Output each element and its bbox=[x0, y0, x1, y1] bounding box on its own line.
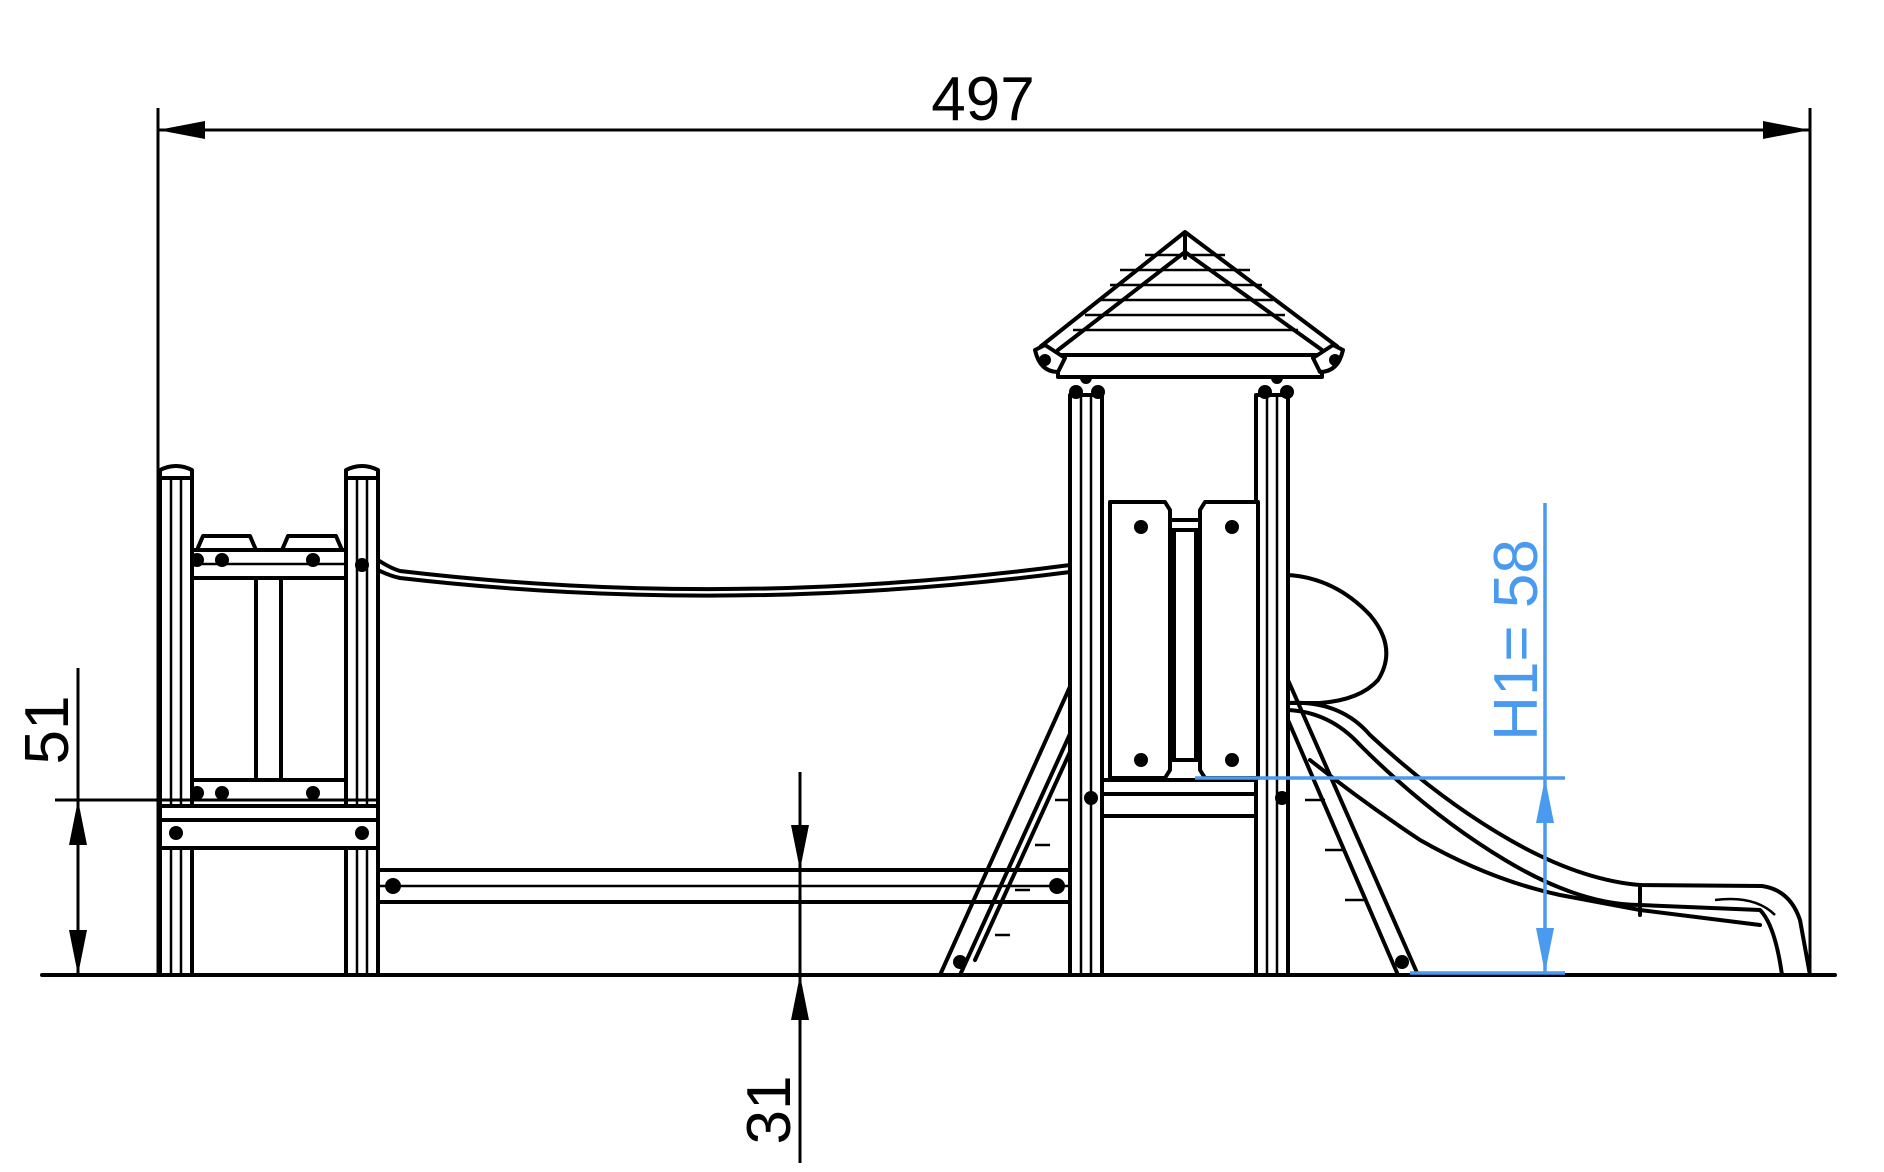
rope-bridge bbox=[376, 558, 1072, 904]
tube-slide bbox=[1286, 573, 1812, 977]
fall-height-label: H1= 58 bbox=[1482, 539, 1551, 741]
right-tower bbox=[938, 372, 1420, 977]
bridge-clearance-dimension: 31 bbox=[735, 772, 809, 1163]
overall-width-dimension: 497 bbox=[156, 65, 1812, 975]
bridge-clearance-label: 31 bbox=[735, 1076, 804, 1145]
platform-height-label: 51 bbox=[13, 696, 82, 765]
left-tower bbox=[158, 464, 380, 977]
overall-width-label: 497 bbox=[931, 65, 1034, 134]
roof bbox=[1033, 230, 1345, 379]
fall-height-dimension: H1= 58 bbox=[1195, 503, 1565, 975]
platform-height-dimension: 51 bbox=[13, 668, 378, 975]
